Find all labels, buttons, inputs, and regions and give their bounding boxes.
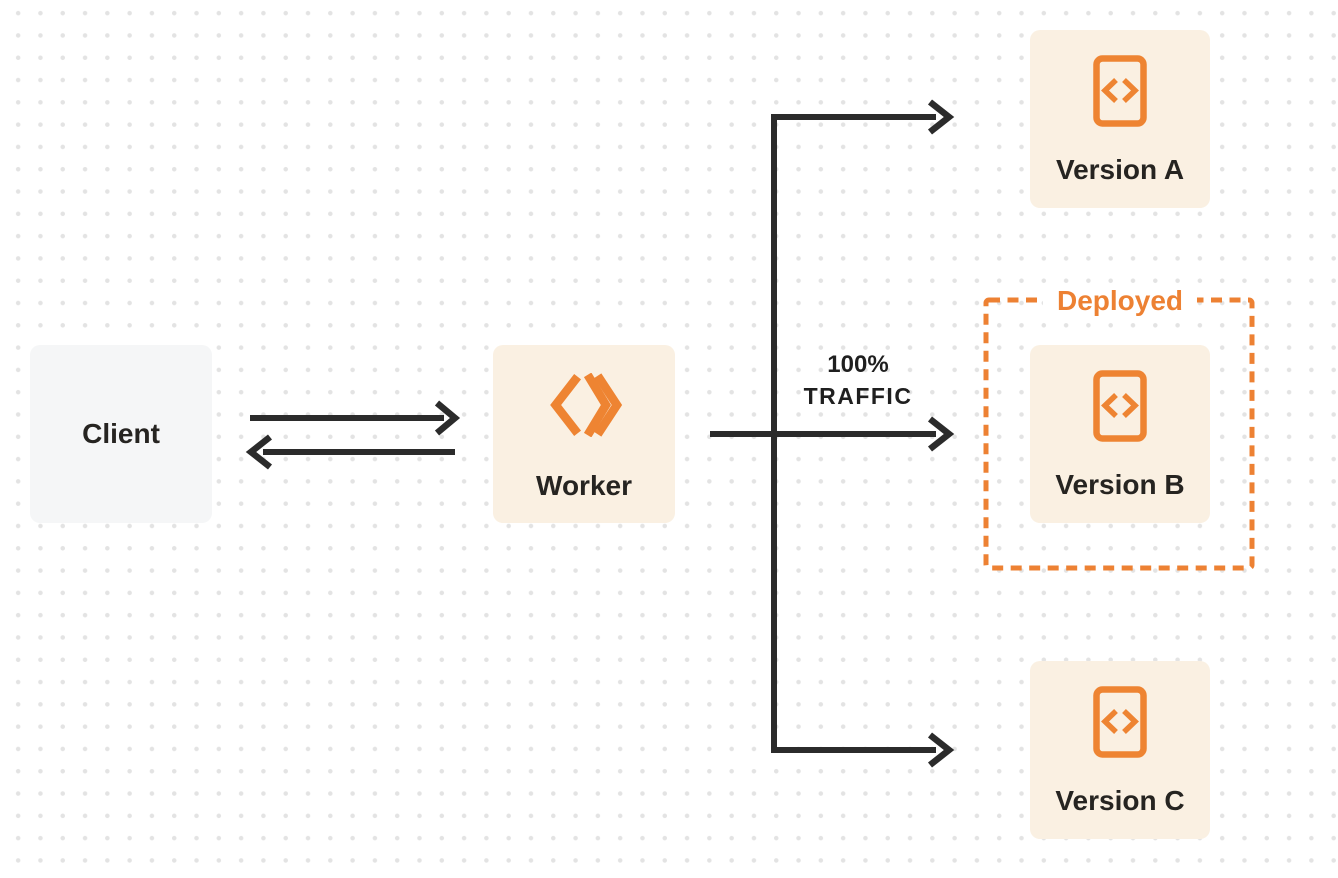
arrowhead-version-c bbox=[927, 732, 955, 768]
traffic-percent-text: 100% bbox=[827, 351, 889, 378]
code-file-icon bbox=[1093, 370, 1147, 442]
arrowhead-version-b bbox=[927, 416, 955, 452]
traffic-word-text: TRAFFIC bbox=[803, 383, 913, 409]
node-worker: Worker bbox=[493, 345, 675, 523]
worker-to-client-arrowhead bbox=[245, 434, 273, 470]
client-to-worker-arrowhead bbox=[434, 400, 461, 436]
code-file-icon bbox=[1093, 686, 1147, 758]
version-a-label: Version A bbox=[1055, 154, 1185, 185]
worker-label: Worker bbox=[536, 470, 632, 501]
node-client: Client bbox=[30, 345, 212, 523]
version-c-label: Version C bbox=[1055, 785, 1185, 816]
code-file-icon bbox=[1093, 55, 1147, 127]
node-version-b: Version B bbox=[1030, 345, 1210, 523]
cloudflare-workers-logo-icon bbox=[550, 373, 623, 437]
traffic-annotation: 100% TRAFFIC bbox=[788, 350, 928, 413]
deployed-annotation: Deployed bbox=[1042, 285, 1198, 317]
node-version-c: Version C bbox=[1030, 661, 1210, 839]
version-b-label: Version B bbox=[1055, 469, 1185, 500]
client-label: Client bbox=[82, 418, 160, 449]
node-version-a: Version A bbox=[1030, 30, 1210, 208]
arrowhead-version-a bbox=[927, 99, 955, 135]
